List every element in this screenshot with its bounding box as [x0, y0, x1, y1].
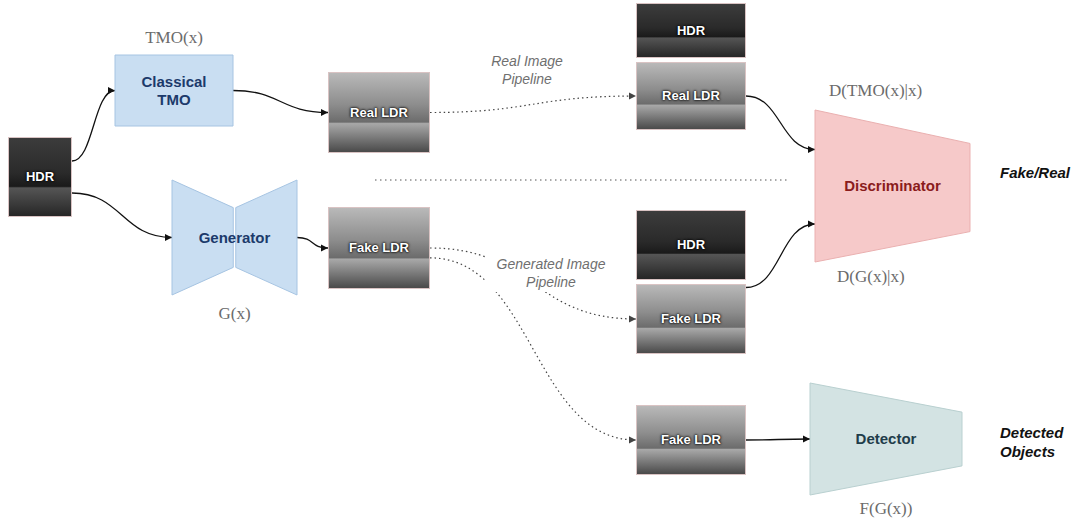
image-thumbnail: Real LDR: [636, 62, 746, 130]
image-thumbnail: Real LDR: [328, 72, 430, 153]
generator-shape: GeneratorG(x): [172, 180, 297, 295]
image-thumbnail: Fake LDR: [636, 405, 746, 475]
pipeline-connector: [430, 248, 636, 319]
image-thumbnail: Fake LDR: [328, 207, 430, 289]
flow-connector: [746, 96, 815, 150]
formula-label: TMO(x): [145, 28, 203, 48]
formula-label: D(G(x)|x): [834, 266, 908, 288]
image-label: Fake LDR: [661, 432, 721, 448]
image-thumbnail: HDR: [636, 3, 746, 58]
image-label: Fake LDR: [661, 311, 721, 327]
block-label: Generator: [199, 229, 271, 247]
flow-connector: [746, 224, 815, 288]
separator-line: [375, 179, 790, 180]
process-box: Classical TMOTMO(x): [115, 55, 233, 126]
discriminator-shape: Discriminator: [815, 110, 970, 262]
formula-label: G(x): [218, 304, 250, 324]
flow-connector: [746, 439, 810, 440]
output-label: Fake/Real: [1000, 164, 1076, 183]
image-thumbnail: HDR: [8, 137, 72, 217]
image-label: Fake LDR: [349, 240, 409, 256]
edge-group: [72, 91, 815, 441]
flow-connector: [72, 193, 172, 238]
block-label: Discriminator: [844, 177, 941, 195]
image-thumbnail: Fake LDR: [636, 284, 746, 354]
output-label: Detected Objects: [1000, 424, 1076, 462]
formula-label: F(G(x)): [860, 499, 913, 519]
image-label: HDR: [677, 23, 705, 39]
formula-label: D(TMO(x)|x): [826, 80, 925, 102]
image-label: HDR: [677, 237, 705, 253]
image-label: HDR: [26, 169, 54, 185]
flow-connector: [297, 238, 328, 249]
block-label: Detector: [856, 430, 917, 448]
pipeline-label: Real Image Pipeline: [468, 52, 586, 89]
flow-connector: [72, 91, 115, 162]
image-thumbnail: HDR: [636, 210, 746, 280]
block-label: Classical TMO: [125, 73, 223, 109]
pipeline-label: Generated Image Pipeline: [486, 255, 616, 292]
flow-connector: [233, 91, 328, 113]
image-label: Real LDR: [662, 88, 720, 104]
pipeline-connector: [430, 96, 636, 113]
image-label: Real LDR: [350, 105, 408, 121]
detector-shape: DetectorF(G(x)): [810, 383, 962, 495]
